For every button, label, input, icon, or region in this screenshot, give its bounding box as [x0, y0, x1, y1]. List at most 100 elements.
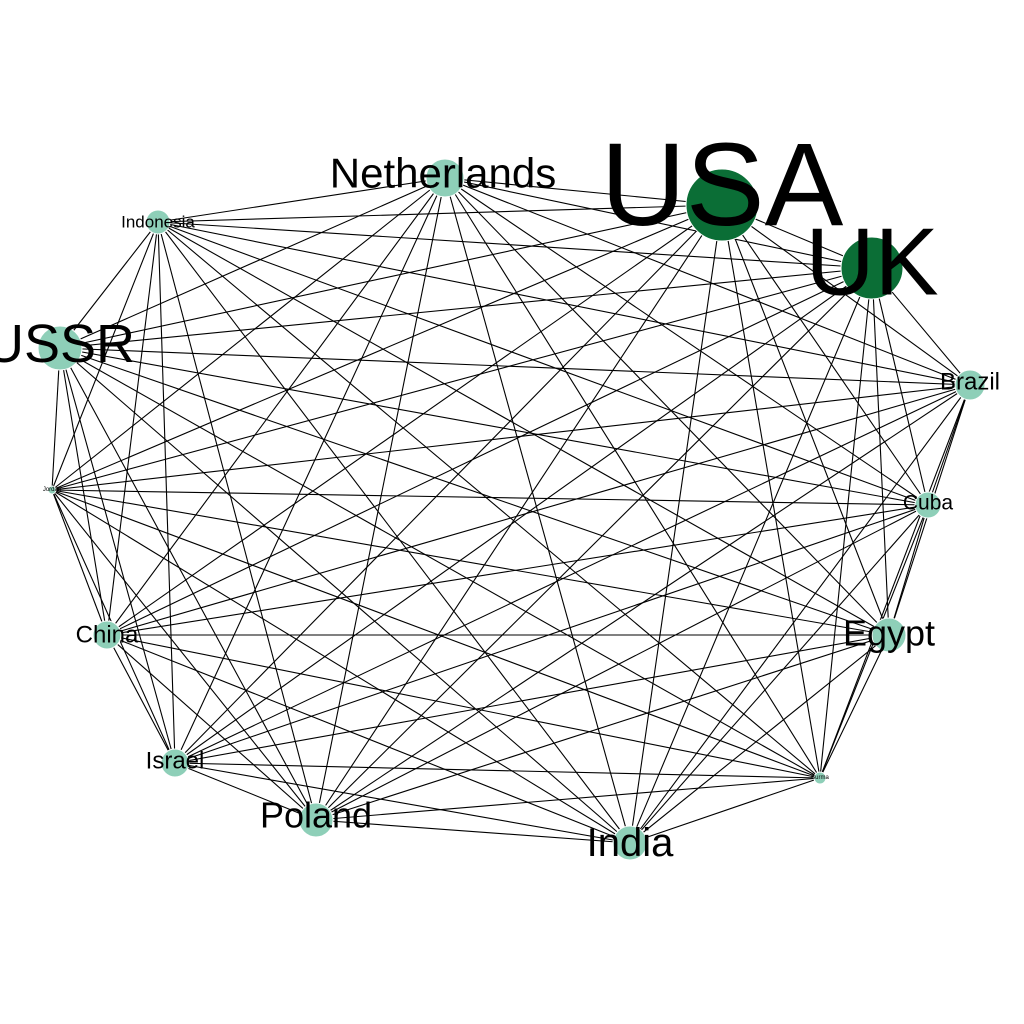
edge-poland-egypt [315, 634, 890, 821]
node-china[interactable] [92, 620, 122, 650]
edge-usa-poland [315, 204, 723, 821]
node-label-burma: Burma [811, 775, 829, 781]
edge-burma-brazil [819, 384, 971, 779]
edge-jordan-cuba [51, 489, 929, 506]
edge-netherlands-poland [315, 177, 446, 821]
edge-indonesia-burma [157, 221, 821, 779]
edges-layer [51, 177, 971, 844]
edge-ussr-brazil [59, 347, 971, 386]
edge-indonesia-egypt [157, 221, 890, 636]
edge-netherlands-ussr [59, 177, 446, 349]
edge-ussr-india [59, 347, 631, 844]
node-label-china: China [76, 622, 139, 649]
edge-netherlands-egypt [444, 177, 890, 636]
node-cuba[interactable] [914, 491, 942, 519]
node-usa[interactable] [685, 168, 759, 242]
edge-india-burma [629, 777, 821, 844]
node-israel[interactable] [160, 748, 190, 778]
edge-netherlands-brazil [444, 177, 971, 386]
edge-poland-cuba [315, 504, 929, 821]
edge-jordan-burma [51, 489, 821, 779]
node-label-egypt: Egypt [843, 613, 935, 654]
edge-poland-burma [315, 777, 821, 821]
edge-uk-india [629, 267, 873, 844]
edge-ussr-israel [59, 347, 176, 764]
edge-indonesia-ussr [59, 221, 159, 349]
edge-usa-china [106, 204, 723, 636]
edge-china-brazil [106, 384, 971, 636]
node-india[interactable] [612, 825, 648, 861]
edge-israel-brazil [174, 384, 971, 764]
edge-israel-poland [174, 762, 317, 821]
node-label-indonesia: Indonesia [121, 213, 195, 232]
edge-indonesia-poland [157, 221, 317, 821]
node-label-ussr: USSR [0, 314, 135, 374]
node-jordan[interactable] [47, 485, 57, 495]
edge-china-burma [106, 634, 821, 779]
edge-usa-netherlands [444, 177, 723, 206]
edge-ussr-jordan [51, 347, 61, 491]
edge-jordan-egypt [51, 489, 890, 636]
edge-cuba-brazil [927, 384, 971, 506]
edge-india-egypt [629, 634, 890, 844]
edge-china-cuba [106, 504, 929, 636]
node-egypt[interactable] [871, 617, 907, 653]
edge-uk-egypt [871, 267, 890, 636]
node-label-israel: Israel [146, 748, 205, 775]
edge-uk-ussr [59, 267, 873, 349]
edge-india-cuba [629, 504, 929, 844]
edge-usa-egypt [721, 204, 890, 636]
edge-usa-india [629, 204, 723, 844]
edge-uk-indonesia [157, 221, 873, 269]
edge-usa-brazil [721, 204, 971, 386]
node-brazil[interactable] [954, 369, 986, 401]
edge-usa-ussr [59, 204, 723, 349]
node-label-india: India [587, 821, 674, 865]
edge-indonesia-india [157, 221, 631, 844]
edge-netherlands-israel [174, 177, 446, 764]
edge-ussr-china [59, 347, 108, 636]
edge-china-israel [106, 634, 176, 764]
edge-india-brazil [629, 384, 971, 844]
node-label-jordan: Jordan [43, 487, 61, 493]
edge-netherlands-indonesia [157, 177, 446, 223]
edge-israel-india [174, 762, 631, 844]
edge-china-poland [106, 634, 317, 821]
edge-ussr-burma [59, 347, 821, 779]
edge-uk-israel [174, 267, 873, 764]
node-label-uk: UK [805, 209, 938, 316]
edge-uk-china [106, 267, 873, 636]
node-ussr[interactable] [37, 325, 83, 371]
edge-indonesia-brazil [157, 221, 971, 386]
edge-poland-india [315, 819, 631, 844]
edge-uk-burma [819, 267, 873, 779]
edge-usa-jordan [51, 204, 723, 491]
node-indonesia[interactable] [145, 209, 171, 235]
node-label-brazil: Brazil [940, 369, 1000, 396]
edge-indonesia-cuba [157, 221, 929, 506]
edge-israel-egypt [174, 634, 890, 764]
edge-ussr-egypt [59, 347, 890, 636]
edge-china-india [106, 634, 631, 844]
edge-indonesia-china [106, 221, 159, 636]
edge-uk-jordan [51, 267, 873, 491]
edge-ussr-cuba [59, 347, 929, 506]
edge-jordan-china [51, 489, 108, 636]
edge-uk-netherlands [444, 177, 873, 269]
edge-jordan-brazil [51, 384, 971, 491]
node-netherlands[interactable] [425, 158, 465, 198]
edge-netherlands-cuba [444, 177, 929, 506]
node-burma[interactable] [813, 771, 827, 785]
node-poland[interactable] [298, 802, 334, 838]
edge-ussr-poland [59, 347, 317, 821]
node-label-usa: USA [601, 119, 844, 251]
node-label-netherlands: Netherlands [330, 150, 556, 197]
node-label-poland: Poland [260, 795, 372, 836]
edge-usa-cuba [721, 204, 929, 506]
nodes-layer [37, 158, 986, 861]
edge-usa-indonesia [157, 204, 723, 223]
node-uk[interactable] [840, 236, 904, 300]
